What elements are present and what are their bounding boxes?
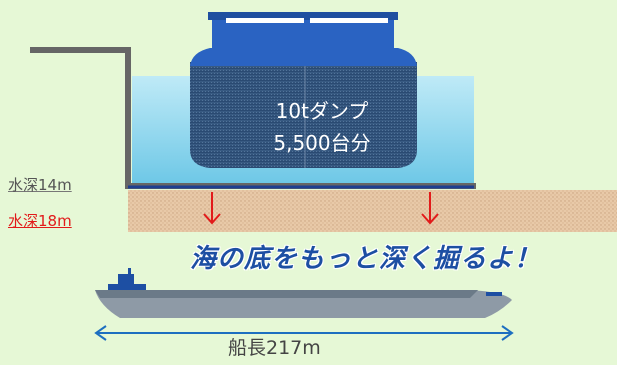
ship-bow-mark	[486, 292, 502, 296]
truck-window-right	[310, 18, 388, 23]
slogan-text: 海の底をもっと深く掘るよ！	[190, 244, 542, 274]
dig-arrowhead-left	[203, 213, 221, 225]
truck-load-top	[190, 48, 417, 66]
dredge-volume-mound	[190, 62, 417, 168]
depth-new-label: 水深18m	[8, 212, 72, 230]
ship-bridge	[108, 284, 146, 290]
dump-truck-count-line1: 10tダンプ	[275, 99, 369, 123]
ship-length-label: 船長217m	[228, 337, 321, 359]
ship-mast	[128, 268, 131, 275]
dig-arrowhead-right	[421, 213, 439, 225]
ship-deck-stripe	[95, 290, 478, 298]
ship-funnel	[118, 274, 134, 285]
depth-current-label: 水深14m	[8, 176, 72, 194]
truck-cab-top	[208, 12, 398, 20]
ship-length-arrowhead-right	[501, 325, 514, 341]
sediment-layer	[128, 190, 617, 232]
dump-truck-count-line2: 5,500台分	[273, 131, 371, 155]
ship-length-arrowhead-left	[94, 325, 107, 341]
truck-window-left	[226, 18, 304, 23]
